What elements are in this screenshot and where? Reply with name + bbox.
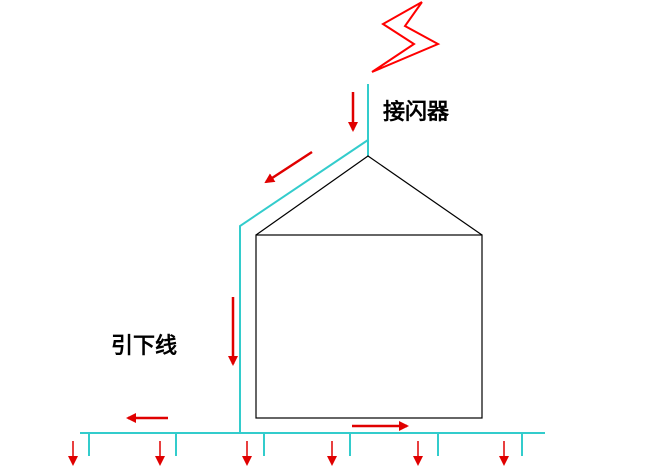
building-walls xyxy=(255,234,483,419)
current-arrows xyxy=(126,92,409,431)
arrow-icon xyxy=(264,150,313,184)
down-conductor xyxy=(239,139,369,433)
ground-dissipation-arrows xyxy=(68,441,509,466)
lightning-bolt-icon xyxy=(371,1,441,73)
building-roof xyxy=(255,155,483,236)
ground-electrodes xyxy=(88,433,523,456)
building xyxy=(255,155,483,419)
conductor-system xyxy=(80,84,545,456)
lightning-rod-label: 接闪器 xyxy=(383,100,450,125)
down-conductor-label: 引下线 xyxy=(111,334,178,359)
